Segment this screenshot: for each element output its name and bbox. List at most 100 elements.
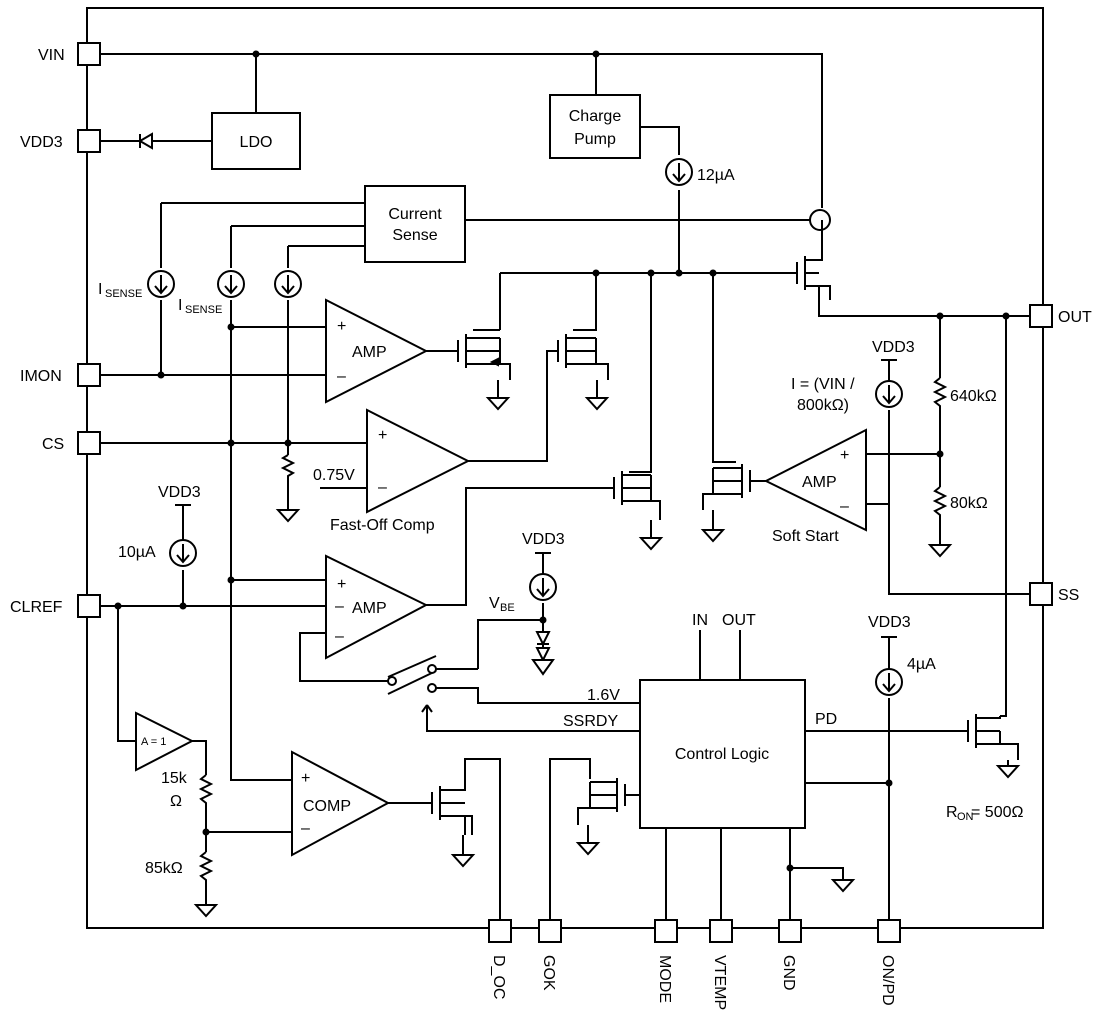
svg-text:VDD3: VDD3	[872, 339, 915, 356]
svg-text:80kΩ: 80kΩ	[950, 495, 988, 512]
svg-text:ON: ON	[957, 811, 974, 823]
svg-text:10µA: 10µA	[118, 544, 156, 561]
amp-main: + – AMP	[325, 298, 429, 404]
svg-text:–: –	[840, 498, 849, 515]
pin-gnd	[778, 919, 802, 943]
svg-text:OUT: OUT	[722, 612, 756, 629]
svg-text:COMP: COMP	[303, 798, 351, 815]
svg-text:–: –	[378, 479, 387, 496]
amp-cl: + – AMP –	[325, 554, 429, 660]
pin-ss	[1029, 582, 1053, 606]
svg-text:+: +	[840, 447, 849, 464]
svg-text:–: –	[337, 368, 346, 385]
svg-text:A = 1: A = 1	[141, 736, 166, 748]
pin-label-cs: CS	[42, 436, 64, 453]
pin-vdd3	[77, 129, 101, 153]
svg-text:+: +	[301, 770, 310, 787]
svg-text:AMP: AMP	[352, 600, 387, 617]
svg-text:Charge: Charge	[569, 108, 622, 125]
control-logic-block: Control Logic	[639, 679, 806, 829]
supply-stubs	[175, 359, 897, 669]
svg-text:V: V	[489, 595, 500, 612]
pin-imon	[77, 363, 101, 387]
cl-switch	[387, 655, 437, 713]
svg-text:–: –	[335, 628, 344, 645]
fast-off-label: Fast-Off Comp	[330, 517, 435, 534]
pin-label-vtemp: VTEMP	[711, 955, 728, 1010]
svg-text:–: –	[301, 820, 310, 837]
pin-label-mode: MODE	[656, 955, 673, 1003]
pin-label-gnd: GND	[780, 955, 797, 991]
svg-text:85kΩ: 85kΩ	[145, 860, 183, 877]
svg-text:Current: Current	[388, 206, 442, 223]
pin-cs	[77, 431, 101, 455]
svg-text:12µA: 12µA	[697, 167, 735, 184]
junction-dots	[114, 50, 1010, 872]
v075-label: 0.75V	[313, 467, 355, 484]
pin-label-d-oc: D_OC	[490, 955, 507, 999]
svg-text:I = (VIN /: I = (VIN /	[791, 376, 855, 393]
diode-vdd3	[138, 132, 153, 150]
ldo-block: LDO	[211, 112, 301, 170]
pin-label-vin: VIN	[38, 47, 65, 64]
svg-text:SENSE: SENSE	[185, 304, 222, 316]
fast-off-comp: + –	[366, 408, 471, 514]
chip-outline	[86, 7, 1044, 929]
pin-label-gok: GOK	[540, 955, 557, 991]
ldo-label: LDO	[240, 134, 273, 151]
svg-text:1.6V: 1.6V	[587, 687, 620, 704]
svg-text:IN: IN	[692, 612, 708, 629]
svg-text:–: –	[335, 598, 344, 615]
svg-text:I: I	[178, 297, 182, 314]
svg-text:PD: PD	[815, 711, 837, 728]
pin-clref	[77, 594, 101, 618]
pin-label-ss: SS	[1058, 587, 1079, 604]
pin-vin	[77, 42, 101, 66]
svg-text:AMP: AMP	[802, 474, 837, 491]
transistors	[431, 220, 1019, 855]
resistors	[198, 377, 948, 882]
pin-label-clref: CLREF	[10, 599, 63, 616]
text-labels: 12µA I SENSE I SENSE VDD3 I = (VIN / 800…	[98, 167, 1023, 877]
svg-text:= 500Ω: = 500Ω	[971, 804, 1023, 821]
comp: + – COMP	[291, 750, 391, 857]
pin-label-on-pd: ON/PD	[879, 955, 896, 1006]
svg-text:4µA: 4µA	[907, 656, 936, 673]
svg-text:15k: 15k	[161, 770, 188, 787]
svg-text:+: +	[378, 427, 387, 444]
vbe-diodes	[535, 631, 551, 663]
svg-text:Sense: Sense	[392, 227, 437, 244]
svg-text:800kΩ): 800kΩ)	[797, 397, 849, 414]
svg-text:AMP: AMP	[352, 344, 387, 361]
current-sources	[147, 158, 903, 696]
svg-text:VDD3: VDD3	[868, 614, 911, 631]
sense-node	[809, 209, 831, 231]
svg-text:VDD3: VDD3	[522, 531, 565, 548]
svg-text:VDD3: VDD3	[158, 484, 201, 501]
charge-pump-block: Charge Pump	[549, 94, 641, 159]
svg-text:Ω: Ω	[170, 793, 182, 810]
pin-label-vdd3: VDD3	[20, 134, 63, 151]
svg-text:Control Logic: Control Logic	[675, 746, 769, 763]
pin-vtemp	[709, 919, 733, 943]
svg-text:SSRDY: SSRDY	[563, 713, 618, 730]
pin-d-oc	[488, 919, 512, 943]
svg-text:BE: BE	[500, 602, 515, 614]
svg-text:R: R	[946, 804, 958, 821]
svg-text:Pump: Pump	[574, 131, 616, 148]
amp-soft-start: + – AMP	[763, 428, 867, 532]
pin-mode	[654, 919, 678, 943]
buffer: A = 1	[135, 711, 195, 772]
svg-text:+: +	[337, 318, 346, 335]
svg-text:SENSE: SENSE	[105, 288, 142, 300]
pin-out	[1029, 304, 1053, 328]
pin-label-out: OUT	[1058, 309, 1092, 326]
wires	[100, 53, 1030, 922]
pins: VIN VDD3 IMON CS CLREF OUT SS D_OC GOK M…	[10, 42, 1092, 1010]
current-sense-block: Current Sense	[364, 185, 466, 263]
svg-text:640kΩ: 640kΩ	[950, 388, 997, 405]
pin-label-imon: IMON	[20, 368, 62, 385]
svg-text:+: +	[337, 576, 346, 593]
pin-gok	[538, 919, 562, 943]
